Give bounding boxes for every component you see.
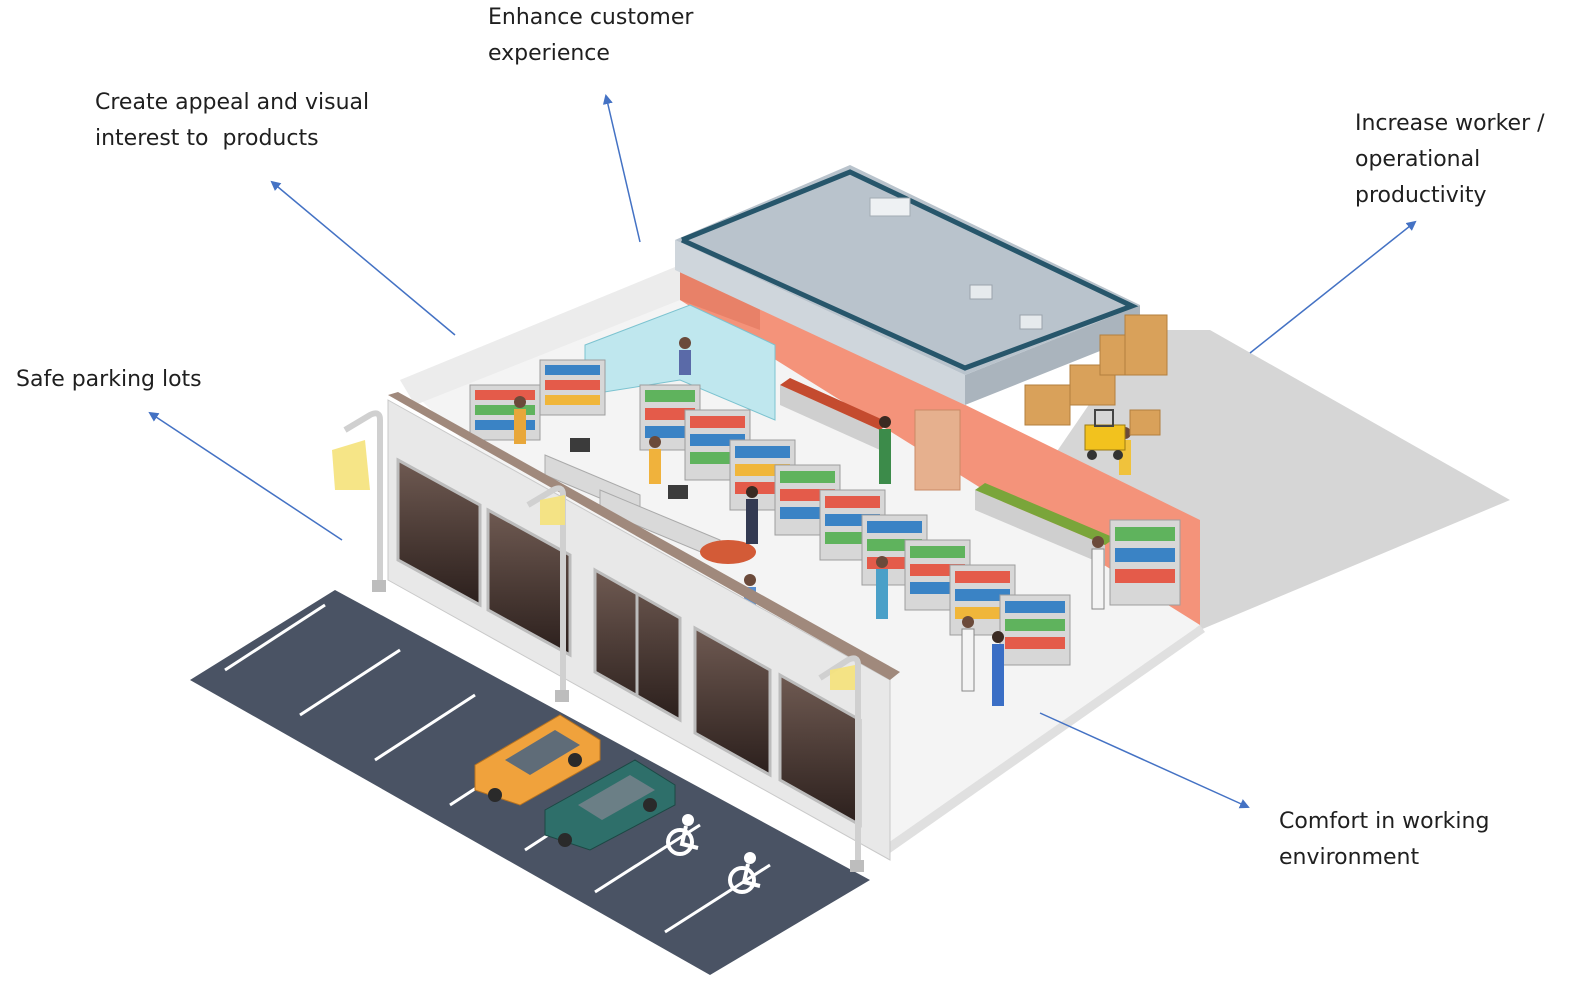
roof-unit (1019, 314, 1043, 330)
register (570, 438, 590, 452)
wheelchair-icon (728, 852, 761, 894)
produce-counter (975, 490, 1105, 565)
produce-counter (780, 385, 880, 450)
callout-safe-parking: Safe parking lots (16, 367, 202, 392)
street-lamp-icon (818, 655, 864, 872)
store-floor-edge (885, 625, 1205, 853)
roof-rail (680, 169, 1139, 371)
street-lamp-icon (526, 485, 569, 702)
callout-working-comfort: Comfort in working environment (1279, 809, 1490, 870)
arrow-worker (1249, 220, 1417, 354)
stacked-boxes (1024, 314, 1168, 436)
produce-counter-top (975, 483, 1115, 545)
callout-customer-experience: Enhance customer experience (488, 5, 694, 66)
car-orange (474, 714, 601, 806)
produce-cart (700, 540, 756, 564)
register (668, 485, 688, 499)
street-lamp-icon (332, 410, 386, 592)
car-teal (544, 759, 676, 851)
roof-unit (869, 197, 911, 217)
callout-worker-productivity: Increase worker / operational productivi… (1355, 111, 1545, 208)
left-wall (400, 265, 680, 405)
produce-counter-top (780, 378, 890, 430)
backroom-door (914, 409, 961, 491)
roof-side (675, 240, 965, 405)
forklift-icon (1084, 409, 1126, 460)
roof-front (965, 305, 1140, 405)
arrow-appeal (270, 180, 456, 336)
callout-arrows (148, 94, 1417, 809)
shelves (469, 359, 1181, 666)
callout-product-appeal: Create appeal and visual interest to pro… (95, 90, 370, 151)
arrow-parking (148, 411, 343, 541)
wheelchair-icon (666, 814, 699, 856)
roof-unit (969, 284, 993, 300)
storefront-cap (388, 392, 900, 680)
arrow-customer (602, 94, 641, 243)
arrow-comfort (1039, 712, 1250, 809)
